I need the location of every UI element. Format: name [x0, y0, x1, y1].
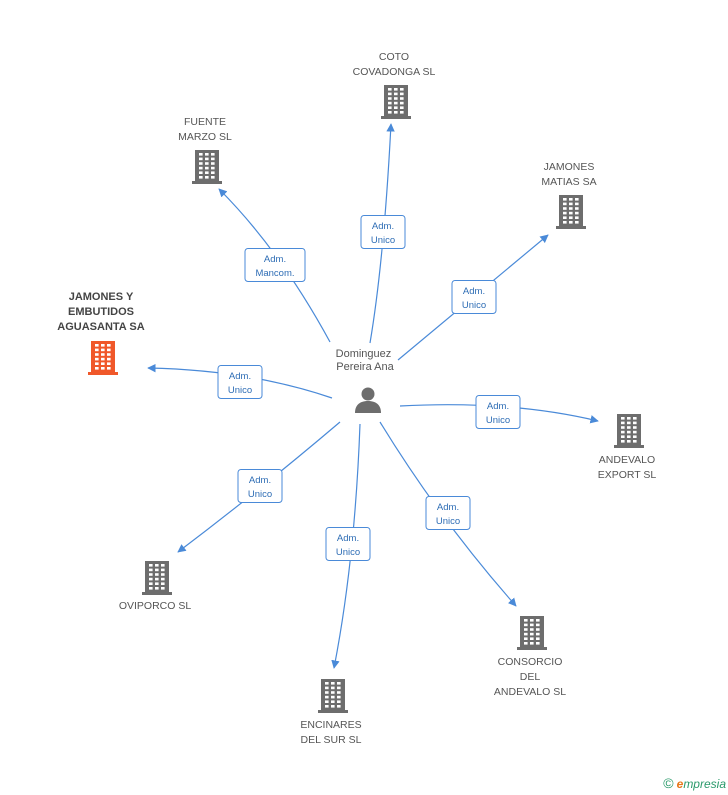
role-label: Adm.Unico	[436, 502, 460, 527]
building-icon-oviporco[interactable]	[142, 561, 172, 595]
role-badge-matias[interactable]: Adm.Unico	[451, 280, 497, 314]
role-label: Adm.Unico	[336, 533, 360, 558]
role-badge-fuente[interactable]: Adm.Mancom.	[244, 248, 306, 282]
brand-logo-initial: e	[676, 777, 684, 791]
person-icon[interactable]	[355, 387, 381, 414]
role-badge-oviporco[interactable]: Adm.Unico	[237, 469, 283, 503]
building-icon-encinares[interactable]	[318, 679, 348, 713]
role-label: Adm.Unico	[486, 401, 510, 426]
role-badge-aguasanta[interactable]: Adm.Unico	[217, 365, 263, 399]
role-badge-consorcio[interactable]: Adm.Unico	[425, 496, 471, 530]
building-icon-coto[interactable]	[381, 85, 411, 119]
company-label-oviporco[interactable]: OVIPORCO SL	[119, 600, 192, 612]
role-label: Adm.Unico	[371, 221, 395, 246]
building-icon-fuente[interactable]	[192, 150, 222, 184]
role-badge-andevalo-export[interactable]: Adm.Unico	[475, 395, 521, 429]
role-label: Adm.Unico	[228, 371, 252, 396]
person-name[interactable]: Dominguez Pereira Ana	[336, 348, 395, 373]
role-label: Adm.Unico	[248, 475, 272, 500]
building-icon-consorcio[interactable]	[517, 616, 547, 650]
brand-footer: ©empresia	[663, 775, 726, 791]
role-label: Adm.Mancom.	[255, 254, 294, 279]
brand-logo-text: mpresia	[683, 777, 726, 791]
building-icon-matias[interactable]	[556, 195, 586, 229]
building-icon-andevalo-export[interactable]	[614, 414, 644, 448]
copyright-icon: ©	[663, 775, 674, 791]
role-badge-encinares[interactable]: Adm.Unico	[325, 527, 371, 561]
building-icon-aguasanta[interactable]	[88, 341, 118, 375]
role-label: Adm.Unico	[462, 286, 486, 311]
role-badge-coto[interactable]: Adm.Unico	[360, 215, 406, 249]
